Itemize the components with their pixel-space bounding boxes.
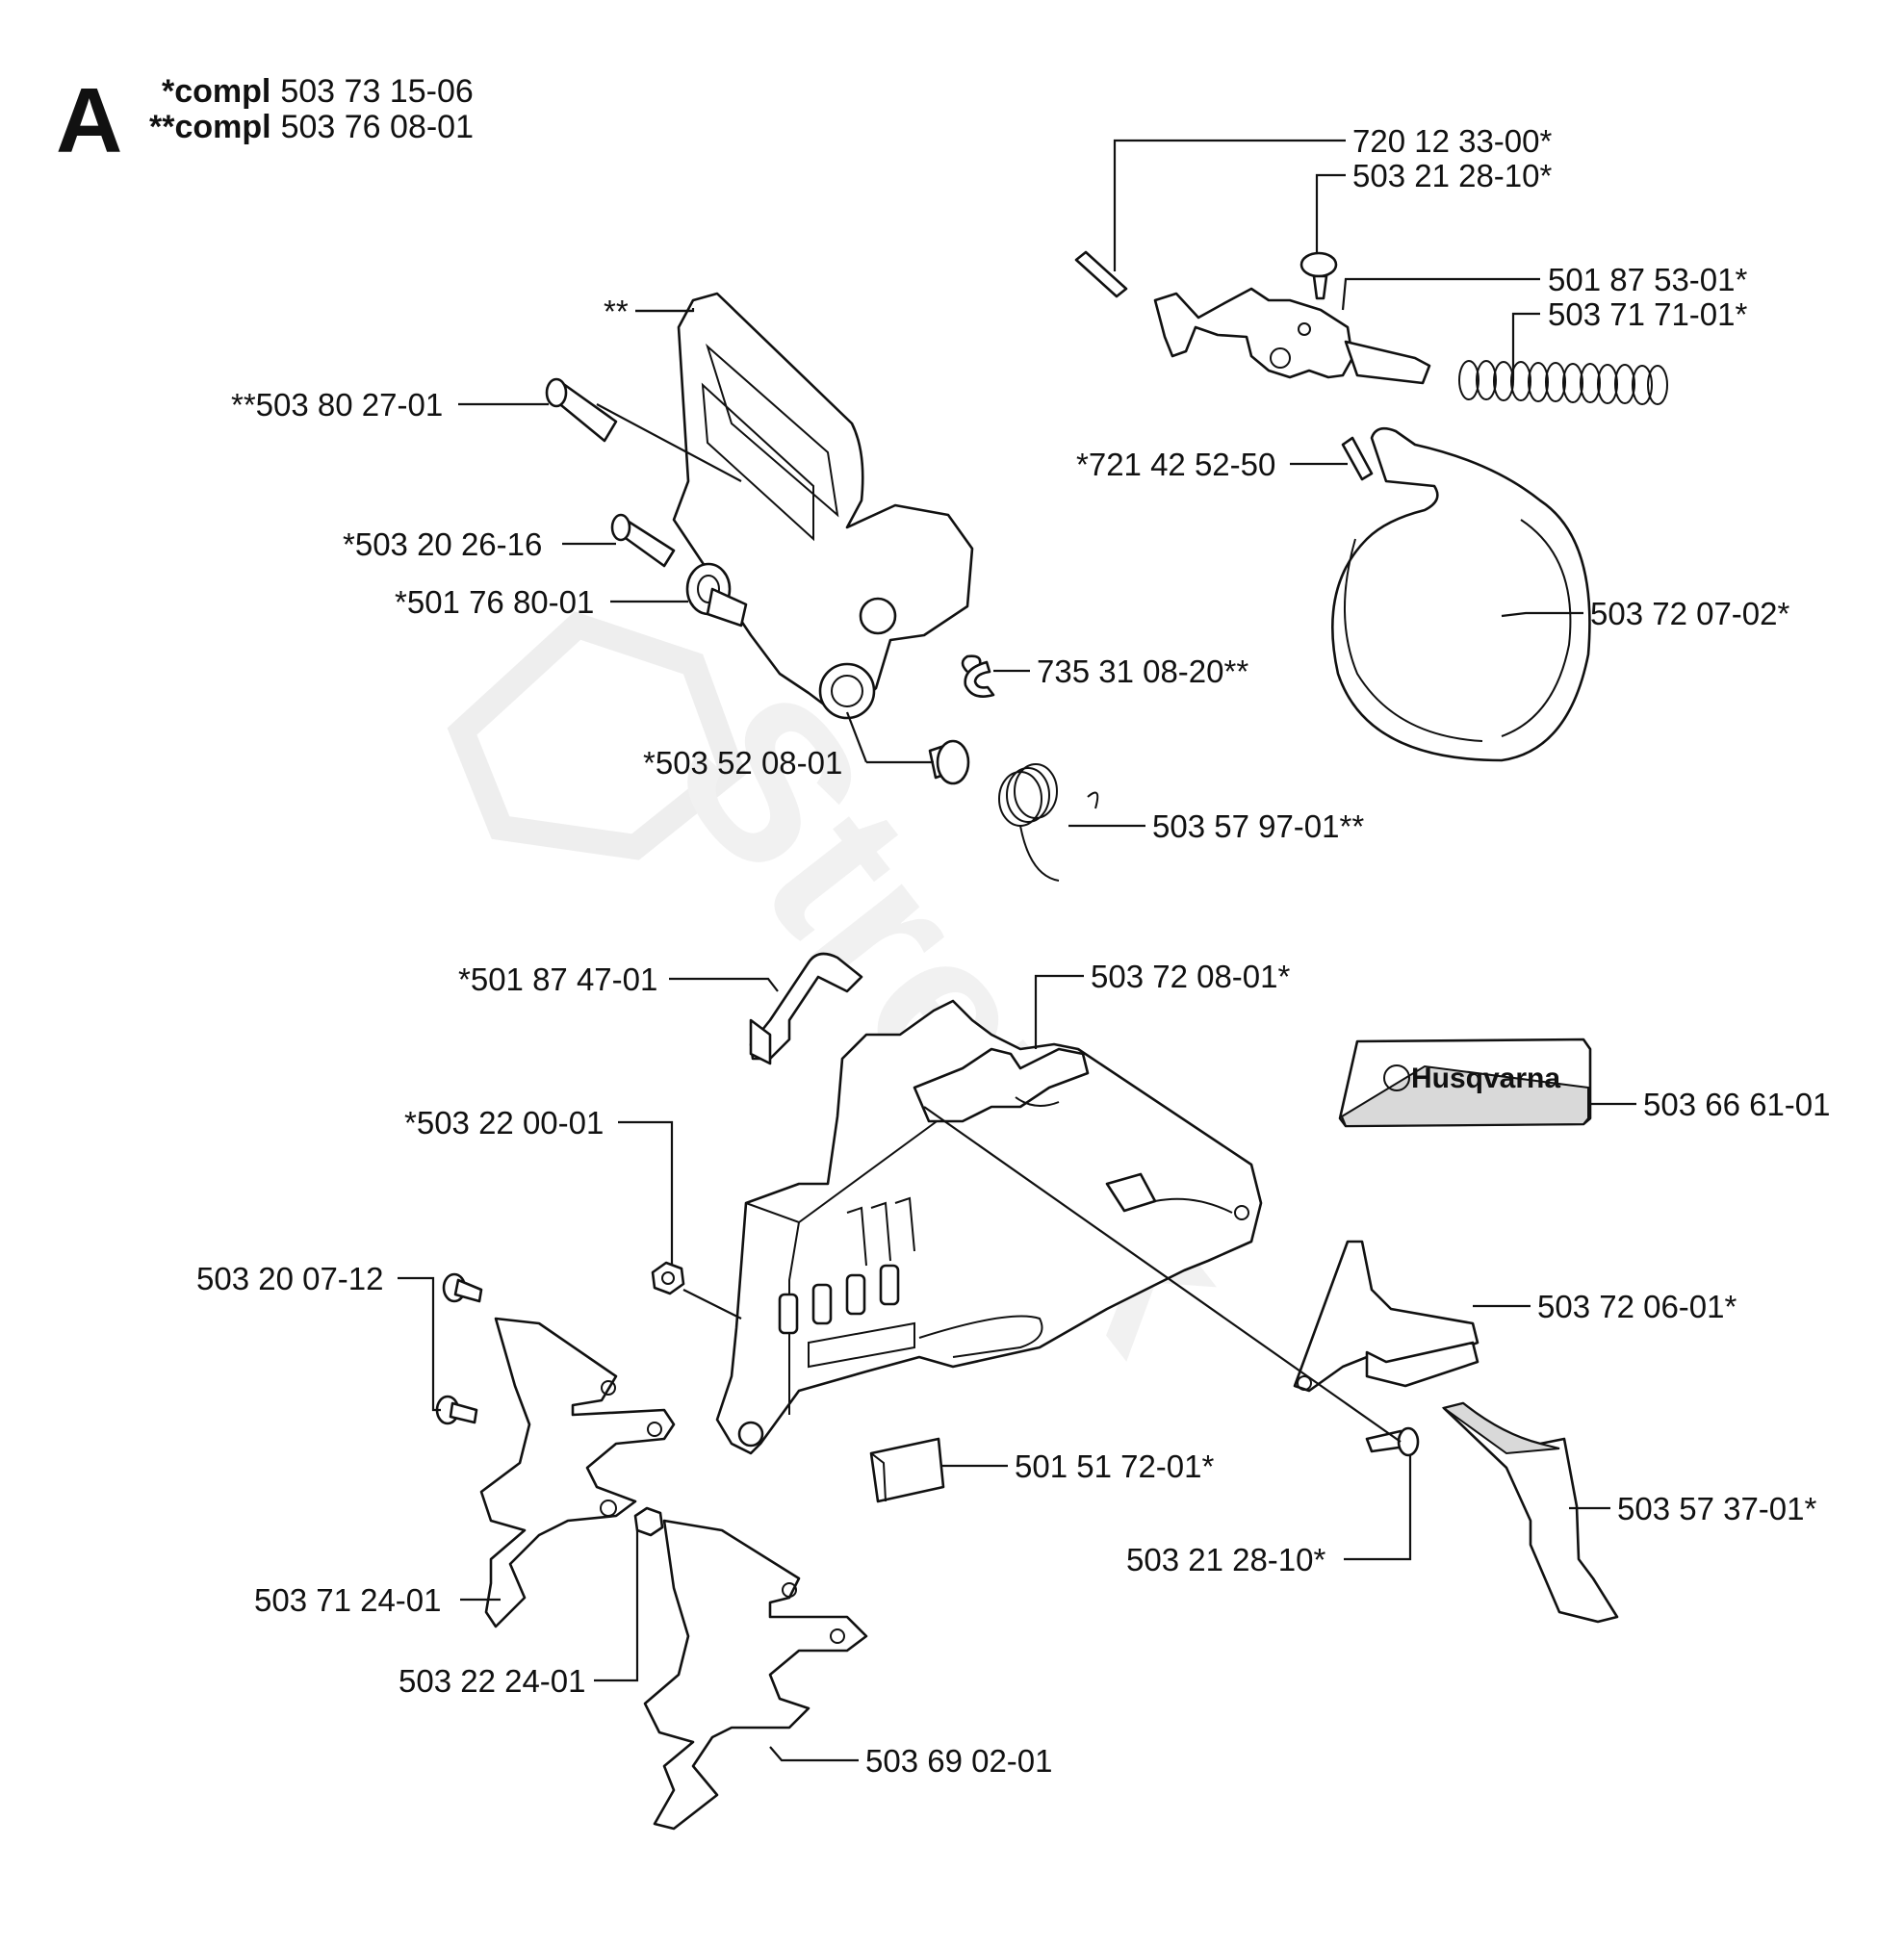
callout-721-42-52-50: *721 42 52-50 — [1076, 447, 1275, 482]
decal-brand-text: Husqvarna — [1411, 1063, 1560, 1094]
callout-503-80-27-01: **503 80 27-01 — [231, 387, 443, 423]
callout-501-87-53-01: 501 87 53-01* — [1548, 262, 1748, 297]
brake-band-part — [1331, 426, 1591, 762]
clutch-cover-part — [715, 999, 1263, 1455]
callout-503-71-24-01: 503 71 24-01 — [254, 1582, 442, 1618]
compl-prefix-1: *compl — [162, 73, 270, 110]
compl-number-2: 503 76 08-01 — [281, 109, 474, 145]
part-drawings: Husqvarna — [435, 250, 1668, 1831]
callout-503-72-07-02: 503 72 07-02* — [1590, 596, 1790, 631]
nut-part — [651, 1261, 685, 1295]
brake-lever-part — [1153, 287, 1431, 385]
callout-501-76-80-01: *501 76 80-01 — [395, 584, 594, 620]
chain-guard-part — [1441, 1401, 1619, 1624]
c-clip-part — [964, 660, 995, 698]
section-header: A *compl 503 73 15-06 **compl 503 76 08-01 — [56, 69, 474, 172]
compl-number-1: 503 73 15-06 — [280, 73, 473, 110]
callout-503-22-24-01: 503 22 24-01 — [399, 1663, 586, 1699]
callout-735-31-08-20: 735 31 08-20** — [1037, 654, 1248, 689]
small-pin-part — [1341, 436, 1374, 481]
callout-720-12-33-00: 720 12 33-00* — [1352, 123, 1553, 159]
callout-503-20-07-12: 503 20 07-12 — [196, 1261, 384, 1296]
callout-503-21-28-10-top: 503 21 28-10* — [1352, 158, 1553, 193]
brake-handle-part — [672, 292, 974, 720]
decal-part: Husqvarna — [1338, 1038, 1592, 1128]
callout-501-51-72-01: 501 51 72-01* — [1015, 1448, 1215, 1484]
callout-labels: 720 12 33-00* 503 21 28-10* 501 87 53-01… — [196, 123, 1831, 1779]
callout-503-21-28-10-bottom: 503 21 28-10* — [1126, 1542, 1326, 1577]
torsion-spring-part — [998, 763, 1099, 882]
callout-503-52-08-01: *503 52 08-01 — [643, 745, 842, 781]
bracket-part — [1293, 1240, 1479, 1393]
callout-503-72-06-01: 503 72 06-01* — [1537, 1289, 1737, 1324]
lower-screw-part — [1365, 1426, 1420, 1457]
pin-part — [1074, 250, 1128, 298]
compl-prefix-2: **compl — [149, 109, 271, 145]
top-screw-part — [1299, 251, 1338, 300]
callout-503-57-97-01: 503 57 97-01** — [1152, 808, 1364, 844]
cover-plate-part — [913, 1047, 1090, 1123]
section-letter: A — [56, 69, 122, 172]
leader-lines — [398, 139, 1636, 1762]
callout-double-star: ** — [604, 294, 629, 329]
cover-plate-lower-part — [643, 1519, 868, 1831]
cover-screws-part — [435, 1272, 664, 1537]
handle-fasteners — [545, 377, 982, 785]
callout-503-57-37-01: 503 57 37-01* — [1617, 1491, 1817, 1526]
coil-spring-part — [1458, 360, 1668, 405]
callout-501-87-47-01: *501 87 47-01 — [458, 961, 657, 997]
compl-line-1: *compl 503 73 15-06 — [162, 73, 474, 110]
callout-503-20-26-16: *503 20 26-16 — [343, 526, 542, 562]
callout-503-71-71-01: 503 71 71-01* — [1548, 296, 1748, 332]
clip-part — [749, 952, 863, 1065]
small-plate-part — [869, 1437, 945, 1503]
callout-503-22-00-01: *503 22 00-01 — [404, 1105, 604, 1141]
callout-503-72-08-01: 503 72 08-01* — [1091, 959, 1291, 994]
compl-line-2: **compl 503 76 08-01 — [149, 109, 474, 145]
callout-503-66-61-01: 503 66 61-01 — [1643, 1087, 1831, 1122]
callout-503-69-02-01: 503 69 02-01 — [865, 1743, 1053, 1779]
cover-plate-upper-part — [479, 1317, 676, 1628]
